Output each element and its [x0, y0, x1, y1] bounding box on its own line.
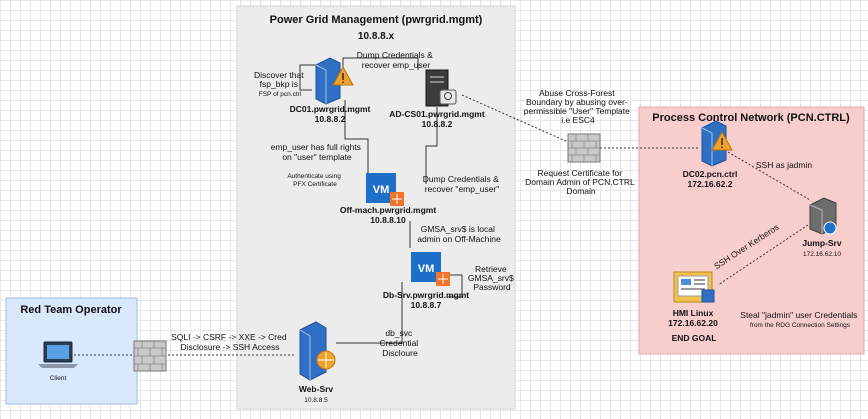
offmach-vm-badge: VM	[373, 184, 390, 196]
offmach-vm-icon: VM	[366, 173, 404, 206]
note-gmsa-local: GMSA_srv$ is local admin on Off-Machine	[417, 224, 501, 244]
note-dump-emp: Dump Credentials & recover emp_user	[357, 50, 435, 70]
note-dc01-discover: Discover that fsp_bkp is FSP of pcn.ctrl	[254, 70, 306, 98]
dc02-ip: 172.16.62.2	[688, 179, 733, 189]
redteam-zone-title: Red Team Operator	[20, 304, 122, 316]
edge-websrv-dbsrv	[336, 282, 403, 344]
websrv-name: Web-Srv	[299, 384, 334, 394]
pwrgrid-zone-subnet: 10.8.8.x	[358, 31, 395, 42]
note-sqli-chain: SQLI -> CSRF -> XXE -> Cred Disclosure -…	[171, 332, 289, 352]
dc02-server-icon	[701, 120, 733, 167]
hmi-linux-icon	[673, 271, 715, 303]
edges	[66, 57, 811, 356]
edge-dbsrv-retrieve	[444, 274, 463, 298]
dbsrv-name: Db-Srv.pwrgrid.mgmt	[383, 290, 469, 300]
hmi-name: HMI Linux	[673, 308, 714, 318]
note-dump-emp2: Dump Credentials & recover "emp_user"	[423, 174, 501, 194]
adcs01-ip: 10.8.8.2	[422, 119, 453, 129]
firewall-2-icon	[567, 133, 601, 163]
note-emp-rights: emp_user has full rights on "user" templ…	[271, 142, 364, 162]
pwrgrid-zone-title: Power Grid Management (pwrgrid.mgmt)	[270, 14, 483, 26]
note-retrieve-gmsa: Retrieve GMSA_srv$ Password	[468, 264, 516, 292]
note-request-cert: Request Certificate for Domain Admin of …	[525, 168, 637, 196]
websrv-ip: 10.8.8.5	[304, 397, 328, 404]
hmi-ip: 172.16.62.20	[668, 318, 718, 328]
edge-adcs-firewall2	[461, 94, 569, 143]
dbsrv-ip: 10.8.8.7	[411, 300, 442, 310]
client-label: Client	[50, 375, 67, 382]
dc01-server-icon	[315, 57, 354, 105]
adcs01-server-icon	[425, 69, 457, 107]
note-db-svc: db_svc Credential Discloure	[379, 328, 420, 358]
websrv-icon	[299, 321, 336, 381]
jumpsrv-server-icon	[809, 197, 837, 235]
note-auth-pfx: Authenticate using PFX Certificate	[287, 173, 342, 188]
dc01-ip: 10.8.8.2	[315, 114, 346, 124]
offmach-ip: 10.8.8.10	[370, 215, 406, 225]
edge-adcs-offmach	[425, 107, 438, 184]
pwrgrid-zone	[236, 5, 516, 410]
adcs01-name: AD-CS01.pwrgrid.mgmt	[389, 109, 485, 119]
edge-dc01-adcs	[342, 57, 419, 70]
edge-offmach-dc01	[344, 100, 369, 180]
jumpsrv-ip: 172.16.62.10	[803, 251, 841, 258]
edge-dc01-loop	[299, 64, 316, 91]
hmi-end-goal: END GOAL	[672, 333, 717, 343]
pcn-zone-title: Process Control Network (PCN.CTRL)	[652, 112, 850, 124]
client-laptop-icon	[38, 341, 78, 368]
dbsrv-vm-badge: VM	[418, 263, 435, 275]
offmach-name: Off-mach.pwrgrid.mgmt	[340, 205, 437, 215]
dc01-name: DC01.pwrgrid.mgmt	[290, 104, 371, 114]
dbsrv-vm-icon: VM	[411, 252, 450, 286]
note-steal-jadmin: Steal "jadmin" user Credentials from the…	[740, 310, 859, 329]
annotations: Discover that fsp_bkp is FSP of pcn.ctrl…	[171, 50, 859, 358]
jumpsrv-name: Jump-Srv	[802, 238, 841, 248]
dc02-name: DC02.pcn.ctrl	[683, 169, 738, 179]
note-abuse-cross-forest: Abuse Cross-Forest Boundary by abusing o…	[524, 88, 632, 125]
firewall-1-icon	[133, 340, 167, 372]
note-ssh-jadmin: SSH as jadmin	[756, 160, 812, 170]
